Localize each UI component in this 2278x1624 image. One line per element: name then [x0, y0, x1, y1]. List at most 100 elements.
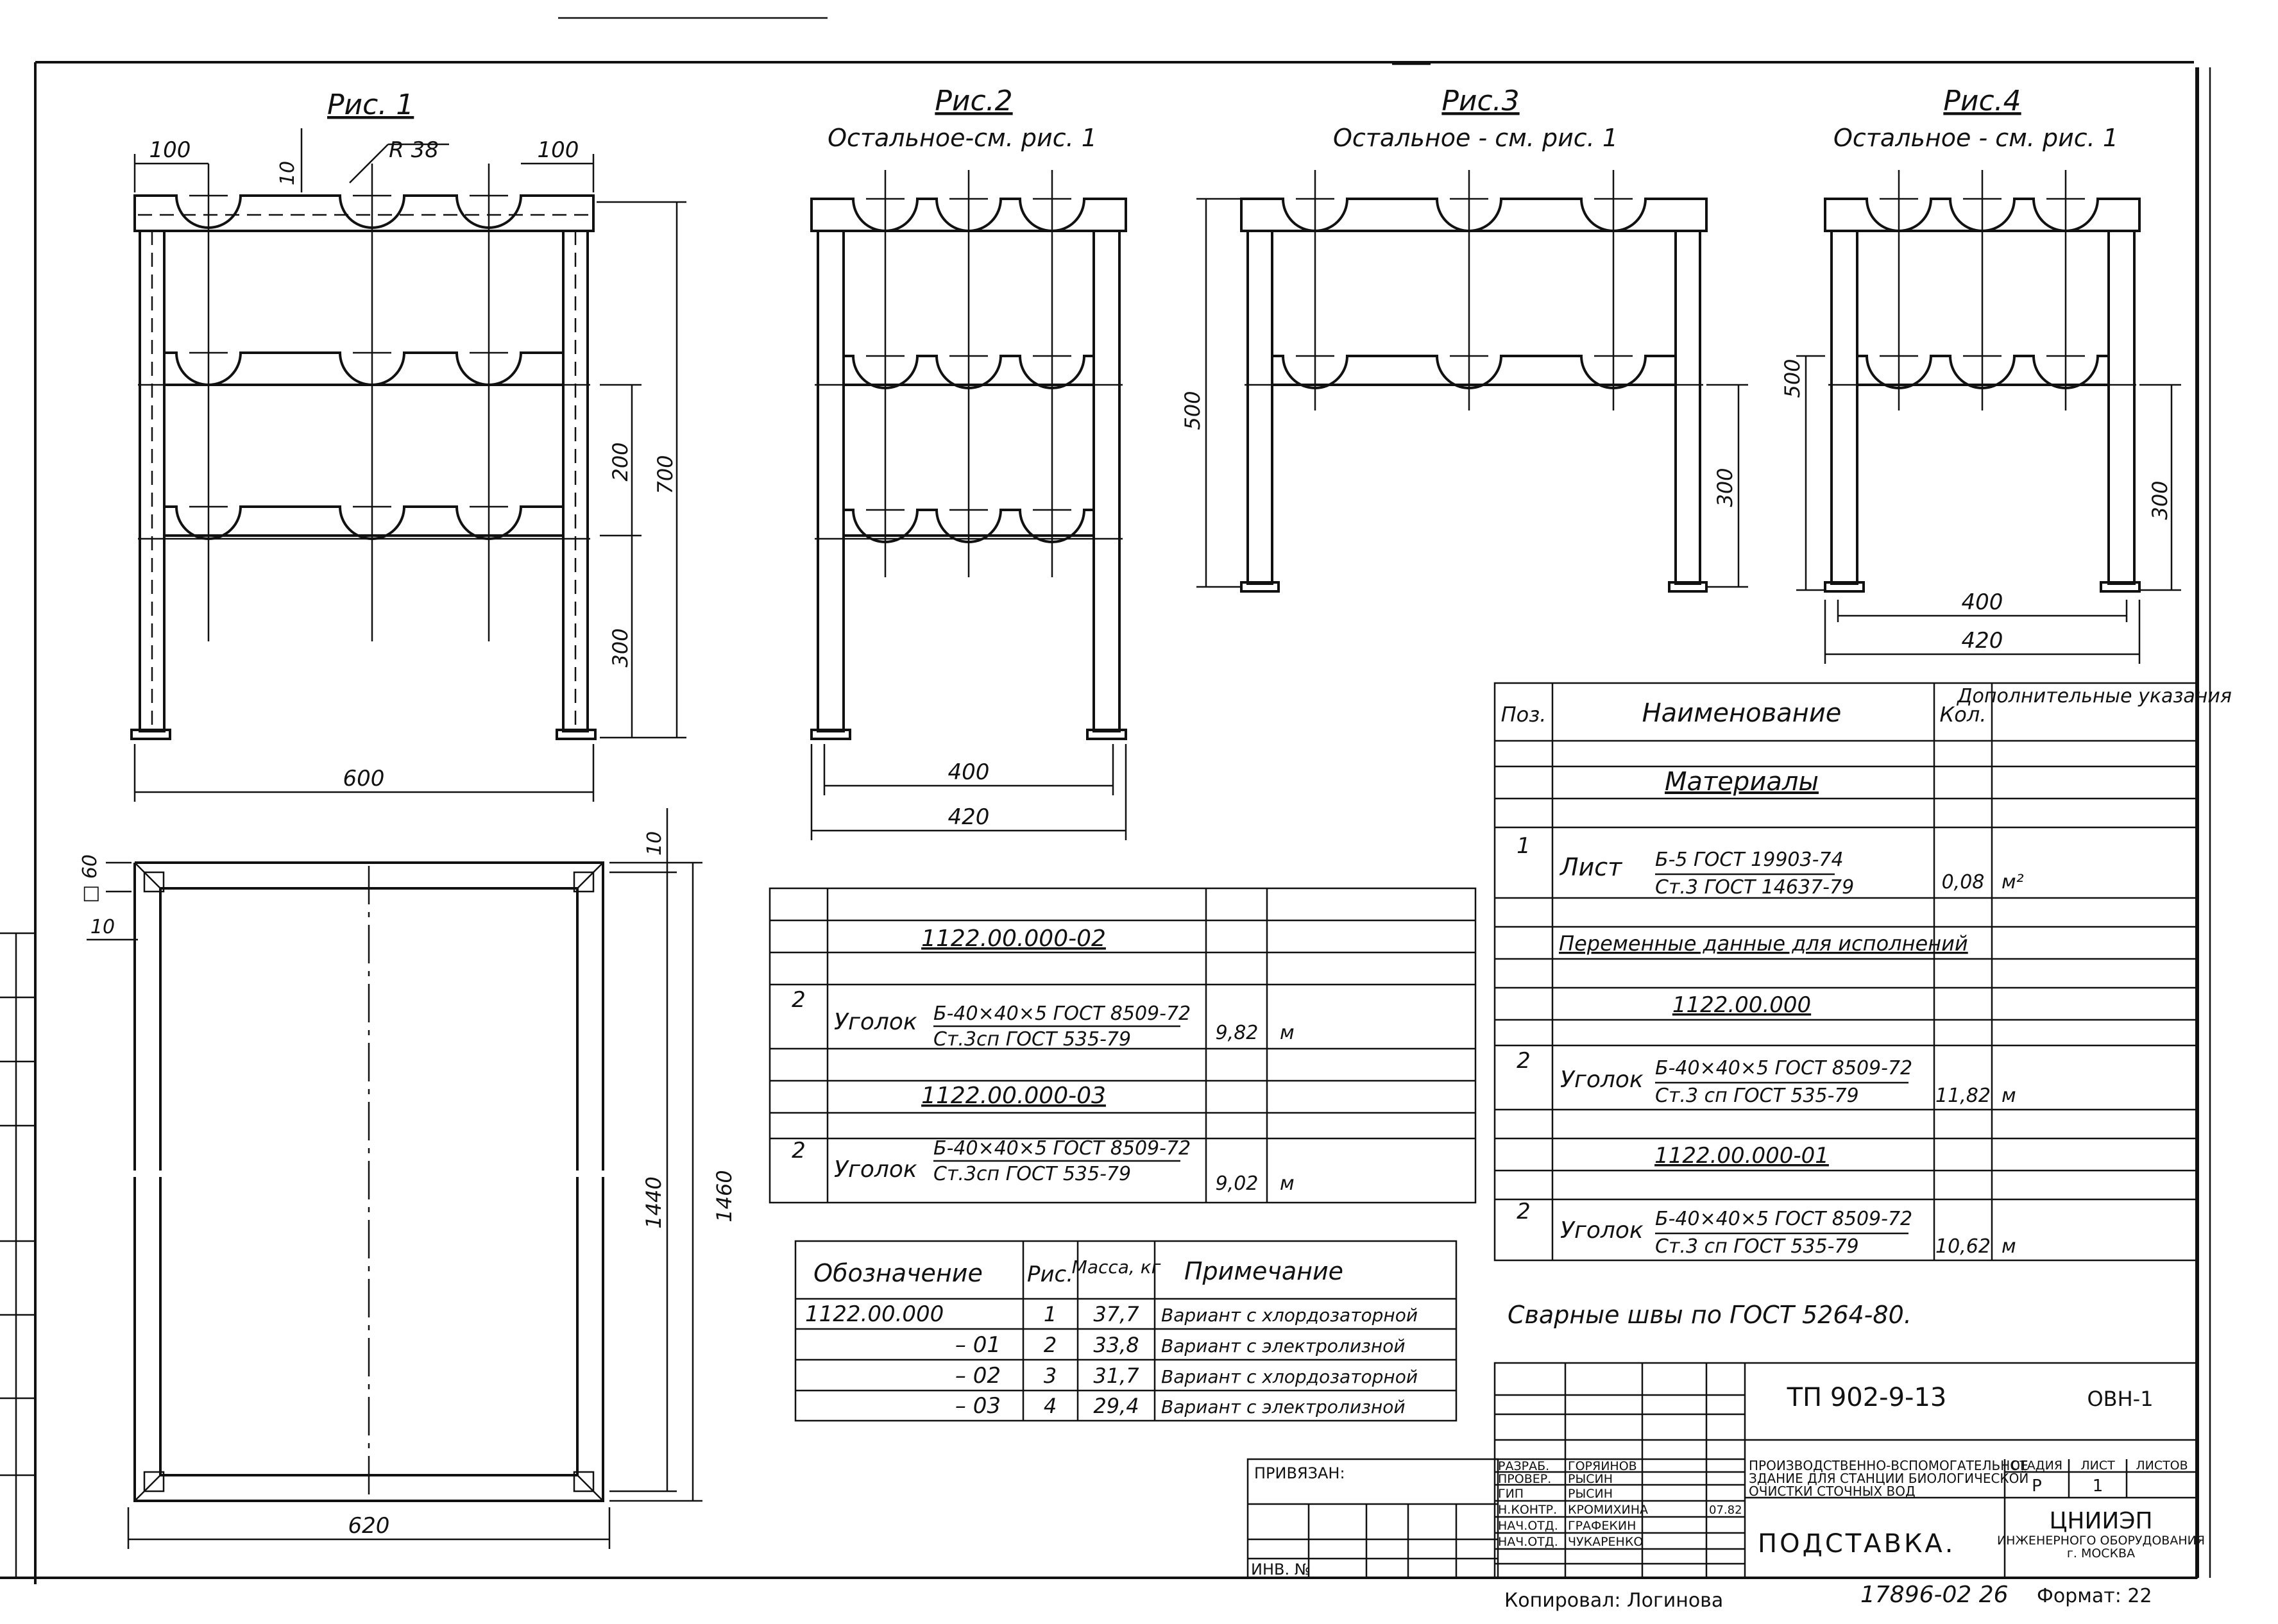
vt-row4-spec-top: Б-40×40×5 ГОСТ 8509-72 [933, 1137, 1191, 1160]
vt-row4-qty: 9,02 [1216, 1172, 1259, 1195]
plan-dim-1460: 1460 [712, 1170, 736, 1222]
specification-table: Поз. Наименование Кол. Дополнительные ук… [1493, 682, 2232, 1262]
spec-item1-spec-top: Б-5 ГОСТ 19903-74 [1655, 849, 1844, 871]
figure-1: Рис. 1 [130, 89, 686, 802]
variant-row1-mass: 37,7 [1093, 1302, 1139, 1326]
title-block: ПРИВЯЗАН: ИНВ. № ТП 902-9-13 ОВН-1 РАЗРА… [1246, 1362, 2205, 1579]
fig1-dim-700: 700 [653, 455, 677, 494]
fig3-title: Рис.3 [1441, 85, 1519, 117]
fig1-dim-200: 200 [608, 442, 633, 481]
org-line-3: г. МОСКВА [2067, 1546, 2135, 1561]
variants-table: Обозначение Рис. Масса, кг Примечание 11… [794, 1240, 1458, 1422]
fig2-dim-400: 400 [948, 759, 990, 785]
fig1-dim-gap: 10 [276, 161, 299, 185]
spec-item1-pos: 1 [1517, 833, 1531, 859]
stage-label: СТАДИЯ [2011, 1459, 2062, 1473]
fig4-dim-420: 420 [1962, 628, 2003, 654]
person-name-4: КРОМИХИНА [1568, 1503, 1648, 1517]
person-name-6: ЧУКАРЕНКО [1568, 1535, 1643, 1549]
doc-number: ТП 902-9-13 [1787, 1383, 1947, 1412]
weld-note: Сварные швы по ГОСТ 5264-80. [1508, 1301, 1912, 1329]
vt-header-designation: Обозначение [813, 1259, 983, 1287]
variant-row3-designation: – 02 [955, 1363, 1001, 1389]
spec-variant-a: 1122.00.000 [1672, 992, 1811, 1018]
vt-row1-name: 1122.00.000-02 [921, 926, 1106, 952]
spec-header-qty: Кол. [1940, 702, 1987, 727]
vt-row2-spec-top: Б-40×40×5 ГОСТ 8509-72 [933, 1002, 1191, 1025]
project-line-3: ОЧИСТКИ СТОЧНЫХ ВОД [1749, 1484, 1916, 1499]
spec-item2a-spec-top: Б-40×40×5 ГОСТ 8509-72 [1655, 1057, 1912, 1079]
inv-label: ИНВ. № [1251, 1561, 1311, 1578]
vt-row4-pos: 2 [792, 1138, 806, 1163]
fig1-dim-right: 100 [538, 137, 579, 163]
spec-item1-qty: 0,08 [1942, 871, 1985, 893]
variant-row4-note: Вариант с электролизной [1161, 1396, 1406, 1417]
variant-row3-fig: 3 [1044, 1364, 1057, 1388]
variant-row2-fig: 2 [1044, 1333, 1057, 1357]
vt-row3-name: 1122.00.000-03 [921, 1083, 1106, 1109]
vt-row4-unit: м [1280, 1172, 1295, 1195]
spec-item2a-pos: 2 [1517, 1048, 1531, 1074]
fig4-subtitle: Остальное - см. рис. 1 [1833, 124, 2118, 152]
person-role-4: Н.КОНТР. [1498, 1503, 1557, 1517]
fig4-dim-500: 500 [1780, 359, 1805, 398]
spec-item2b-name: Уголок [1560, 1217, 1644, 1244]
spec-item1-spec-bottom: Ст.3 ГОСТ 14637-79 [1655, 876, 1854, 899]
figure-2: Рис.2 Остальное-см. рис. 1 400 420 [810, 85, 1127, 840]
figure-4: Рис.4 Остальное - см. рис. 1 500 300 400… [1780, 85, 2181, 664]
fig2-title: Рис.2 [935, 85, 1012, 117]
archive-number: 17896-02 26 [1860, 1582, 2009, 1608]
person-role-5: НАЧ.ОТД. [1498, 1519, 1558, 1533]
variant-row3-mass: 31,7 [1093, 1364, 1139, 1388]
sheets-label: ЛИСТОВ [2136, 1459, 2188, 1473]
plan-dim-10b: 10 [643, 831, 666, 856]
vt-header-fig: Рис. [1027, 1262, 1073, 1287]
spec-item2a-qty: 11,82 [1935, 1085, 1991, 1107]
fig1-dim-300: 300 [608, 628, 633, 667]
variant-row2-designation: – 01 [955, 1332, 1001, 1358]
fig4-title: Рис.4 [1943, 85, 2021, 117]
spec-materials: Материалы [1665, 767, 1819, 797]
person-role-3: ГИП [1498, 1487, 1524, 1501]
bound-label: ПРИВЯЗАН: [1254, 1464, 1345, 1482]
org-line-2: ИНЖЕНЕРНОГО ОБОРУДОВАНИЯ [1997, 1534, 2205, 1548]
variable-data-table: 1122.00.000-02 2 Уголок Б-40×40×5 ГОСТ 8… [769, 887, 1477, 1204]
spec-item2a-name: Уголок [1560, 1067, 1644, 1093]
person-role-2: ПРОВЕР. [1498, 1472, 1551, 1486]
fig3-dim-500: 500 [1180, 391, 1205, 430]
project-line-2: ЗДАНИЕ ДЛЯ СТАНЦИИ БИОЛОГИЧЕСКОЙ [1749, 1471, 2028, 1486]
fig2-subtitle: Остальное-см. рис. 1 [828, 124, 1097, 152]
vt-row2-qty: 9,82 [1216, 1022, 1259, 1044]
variant-row1-designation: 1122.00.000 [805, 1301, 944, 1327]
spec-variable-title: Переменные данные для исполнений [1559, 931, 1968, 956]
spec-item2a-unit: м [2002, 1085, 2016, 1107]
person-name-3: РЫСИН [1568, 1487, 1613, 1501]
org-line-1: ЦНИИЭП [2049, 1508, 2152, 1534]
spec-variant-b: 1122.00.000-01 [1654, 1143, 1829, 1169]
person-role-1: РАЗРАБ. [1498, 1459, 1549, 1473]
plan-dim-1440: 1440 [642, 1176, 666, 1228]
variant-row1-note: Вариант с хлордозаторной [1161, 1305, 1418, 1326]
vt-header-note: Примечание [1184, 1257, 1343, 1285]
fig1-dim-600: 600 [343, 766, 385, 791]
vt-row4-spec-bottom: Ст.3сп ГОСТ 535-79 [933, 1163, 1131, 1185]
sheet-value: 1 [2093, 1476, 2104, 1496]
project-line-1: ПРОИЗВОДСТВЕННО-ВСПОМОГАТЕЛЬНОЕ [1749, 1458, 2028, 1473]
plan-dim-620: 620 [348, 1513, 390, 1539]
plan-view: □ 60 10 10 1440 1460 620 [79, 808, 736, 1549]
drawing-name: ПОДСТАВКА. [1758, 1529, 1955, 1559]
spec-header-pos: Поз. [1501, 702, 1547, 727]
person-name-2: РЫСИН [1568, 1472, 1613, 1486]
sheet-code: ОВН-1 [2087, 1387, 2153, 1411]
vt-header-mass: Масса, кг [1072, 1256, 1161, 1278]
spec-item1-name: Лист [1559, 853, 1623, 881]
variant-row2-mass: 33,8 [1093, 1333, 1139, 1357]
fig1-dim-left: 100 [149, 137, 191, 163]
vt-row2-unit: м [1280, 1022, 1295, 1044]
vt-row2-name: Уголок [834, 1009, 917, 1035]
person-name-1: ГОРЯИНОВ [1568, 1459, 1637, 1473]
spec-item2b-unit: м [2002, 1235, 2016, 1258]
copied-by: Копировал: Логинова [1504, 1589, 1723, 1612]
spec-item2a-spec-bottom: Ст.3 сп ГОСТ 535-79 [1655, 1085, 1859, 1107]
